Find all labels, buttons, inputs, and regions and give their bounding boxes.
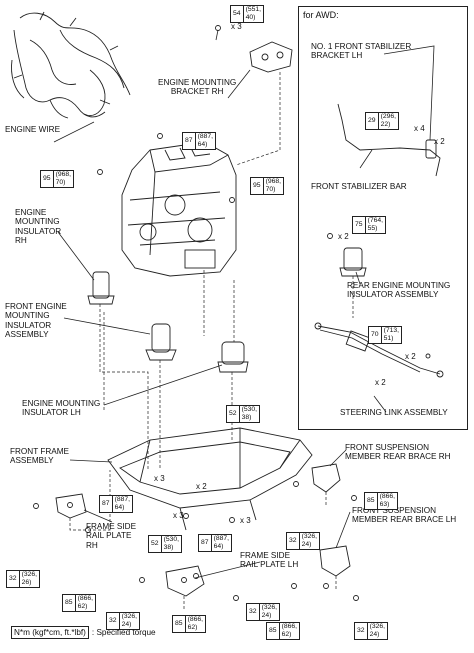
quantity-multiplier: x 3 xyxy=(231,22,242,31)
engine-wire-harness xyxy=(11,11,131,119)
torque-spec: 75(764, 55) xyxy=(352,216,387,234)
label-engine-mounting-insulator-rh: ENGINE MOUNTING INSULATOR RH xyxy=(15,208,62,246)
torque-spec: 29(296, 22) xyxy=(365,112,400,130)
torque-spec: 85(866, 62) xyxy=(172,615,207,633)
label-front-frame-assembly: FRONT FRAME ASSEMBLY xyxy=(10,447,69,466)
torque-spec: 32(326, 24) xyxy=(246,603,281,621)
quantity-multiplier: x 4 xyxy=(414,124,425,133)
torque-spec: 52(530, 38) xyxy=(226,405,261,423)
rear-engine-mounting-insulator xyxy=(339,247,367,277)
alignment-lines xyxy=(69,72,354,610)
torque-spec: 32(326, 24) xyxy=(354,622,389,640)
label-engine-mounting-insulator-lh: ENGINE MOUNTING INSULATOR LH xyxy=(22,399,101,418)
engine-mounting-bracket-rh xyxy=(249,41,293,73)
quantity-multiplier: x 2 xyxy=(338,232,349,241)
front-stabilizer-bar xyxy=(337,103,441,177)
frame-side-rail-plate-rh xyxy=(55,493,87,519)
engine-block xyxy=(121,141,237,277)
torque-spec: 85(866, 62) xyxy=(62,594,97,612)
quantity-multiplier: x 2 xyxy=(434,137,445,146)
quantity-multiplier: x 2 xyxy=(405,352,416,361)
quantity-multiplier: x 3 xyxy=(240,516,251,525)
engine-mounting-insulator-lh xyxy=(217,341,249,373)
quantity-multiplier: x 2 xyxy=(375,378,386,387)
torque-spec: 85(866, 63) xyxy=(364,492,399,510)
engine-mounting-insulator-rh xyxy=(87,271,115,305)
front-suspension-brace-rh xyxy=(311,463,341,493)
front-engine-mounting-insulator xyxy=(145,323,177,361)
quantity-multiplier: x 3 xyxy=(154,474,165,483)
quantity-multiplier: x 2 xyxy=(196,482,207,491)
quantity-multiplier: x 3 xyxy=(173,511,184,520)
torque-spec: 85(866, 62) xyxy=(266,622,301,640)
label-front-suspension-member-brace-lh: FRONT SUSPENSION MEMBER REAR BRACE LH xyxy=(352,506,457,525)
label-front-engine-mounting-insulator: FRONT ENGINE MOUNTING INSULATOR ASSEMBLY xyxy=(5,302,67,340)
torque-spec: 32(326, 24) xyxy=(106,612,141,630)
steering-link-assembly xyxy=(314,322,444,378)
torque-spec: 70(713, 51) xyxy=(368,326,403,344)
label-frame-side-rail-plate-lh: FRAME SIDE RAIL PLATE LH xyxy=(240,551,299,570)
bolts xyxy=(33,25,431,601)
torque-spec: 32(326, 26) xyxy=(6,570,41,588)
torque-spec: 95(968, 70) xyxy=(40,170,75,188)
label-rear-engine-mounting-insulator: REAR ENGINE MOUNTING INSULATOR ASSEMBLY xyxy=(347,281,451,300)
torque-spec: 95(968, 70) xyxy=(250,177,285,195)
leader-lines xyxy=(53,29,435,579)
torque-spec: 54(551, 40) xyxy=(230,5,265,23)
torque-spec: 52(530, 38) xyxy=(148,535,183,553)
awd-section-frame xyxy=(298,6,468,430)
label-front-suspension-member-brace-rh: FRONT SUSPENSION MEMBER REAR BRACE RH xyxy=(345,443,451,462)
torque-legend-unit: N*m (kgf*cm, ft.*lbf) xyxy=(11,626,89,639)
label-engine-wire: ENGINE WIRE xyxy=(5,125,61,134)
torque-spec: 32(326, 24) xyxy=(286,532,321,550)
front-frame-assembly xyxy=(107,427,313,531)
label-no1-front-stabilizer-bracket-lh: NO. 1 FRONT STABILIZER BRACKET LH xyxy=(311,42,412,61)
torque-spec: 87(887, 64) xyxy=(182,132,217,150)
label-steering-link-assembly: STEERING LINK ASSEMBLY xyxy=(340,408,448,417)
awd-section-title: for AWD: xyxy=(303,10,339,20)
torque-legend: N*m (kgf*cm, ft.*lbf) : Specified torque xyxy=(11,626,156,639)
frame-side-rail-plate-lh xyxy=(165,565,205,597)
label-engine-mounting-bracket-rh: ENGINE MOUNTING BRACKET RH xyxy=(158,78,237,97)
torque-spec: 87(887, 64) xyxy=(99,495,134,513)
label-frame-side-rail-plate-rh: FRAME SIDE RAIL PLATE RH xyxy=(86,522,137,550)
torque-spec: 87(887, 64) xyxy=(198,534,233,552)
torque-legend-text: : Specified torque xyxy=(91,628,156,637)
label-front-stabilizer-bar: FRONT STABILIZER BAR xyxy=(311,182,407,191)
front-suspension-brace-lh xyxy=(319,545,351,577)
